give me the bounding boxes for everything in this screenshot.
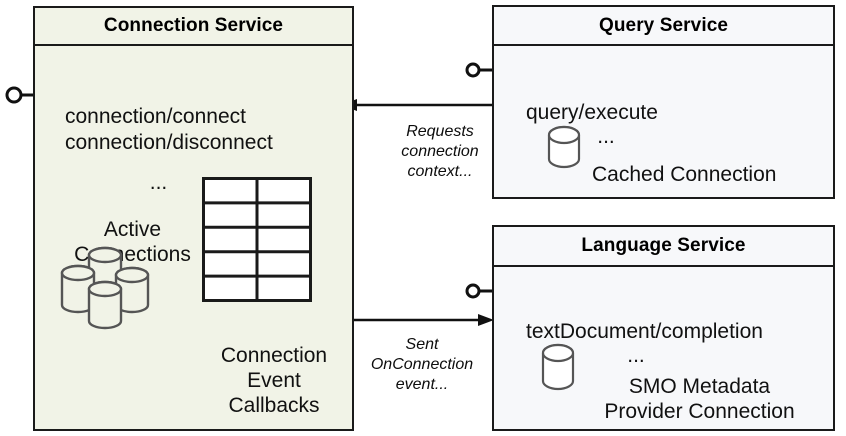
- query-service-box[interactable]: Query Service query/execute ... Cached C…: [492, 5, 835, 199]
- edge-label-requests-connection-context: Requests connection context...: [401, 123, 479, 181]
- connection-service-box[interactable]: Connection Service connection/connect co…: [33, 6, 354, 431]
- arrow-connection-to-language: [353, 314, 494, 326]
- query-service-title: Query Service: [494, 7, 833, 46]
- connection-service-ellipsis: ...: [149, 171, 168, 194]
- language-service-box[interactable]: Language Service textDocument/completion…: [492, 225, 835, 431]
- connection-event-callbacks-label: Connection Event Callbacks: [220, 344, 328, 417]
- language-service-title: Language Service: [494, 227, 833, 267]
- edge-label-sent-onconnection-event: Sent OnConnection event...: [370, 336, 474, 394]
- language-service-operation: textDocument/completion: [526, 320, 763, 343]
- query-service-body: query/execute ... Cached Connection: [494, 46, 833, 197]
- query-service-ellipsis: ...: [597, 125, 615, 148]
- database-stack-icon: [60, 246, 150, 330]
- arrow-query-to-connection: [341, 99, 492, 111]
- query-service-operation: query/execute: [526, 101, 658, 124]
- smo-metadata-provider-label: SMO Metadata Provider Connection: [604, 375, 795, 423]
- database-cylinder-icon: [547, 125, 581, 169]
- cached-connection-label: Cached Connection: [592, 163, 777, 186]
- language-service-body: textDocument/completion ... SMO Metadata…: [494, 267, 833, 429]
- database-cylinder-icon: [541, 343, 575, 391]
- connection-service-title: Connection Service: [35, 8, 352, 46]
- connection-service-operations: connection/connect connection/disconnect: [65, 105, 273, 155]
- table-grid-icon: [202, 177, 312, 302]
- language-service-ellipsis: ...: [627, 344, 645, 367]
